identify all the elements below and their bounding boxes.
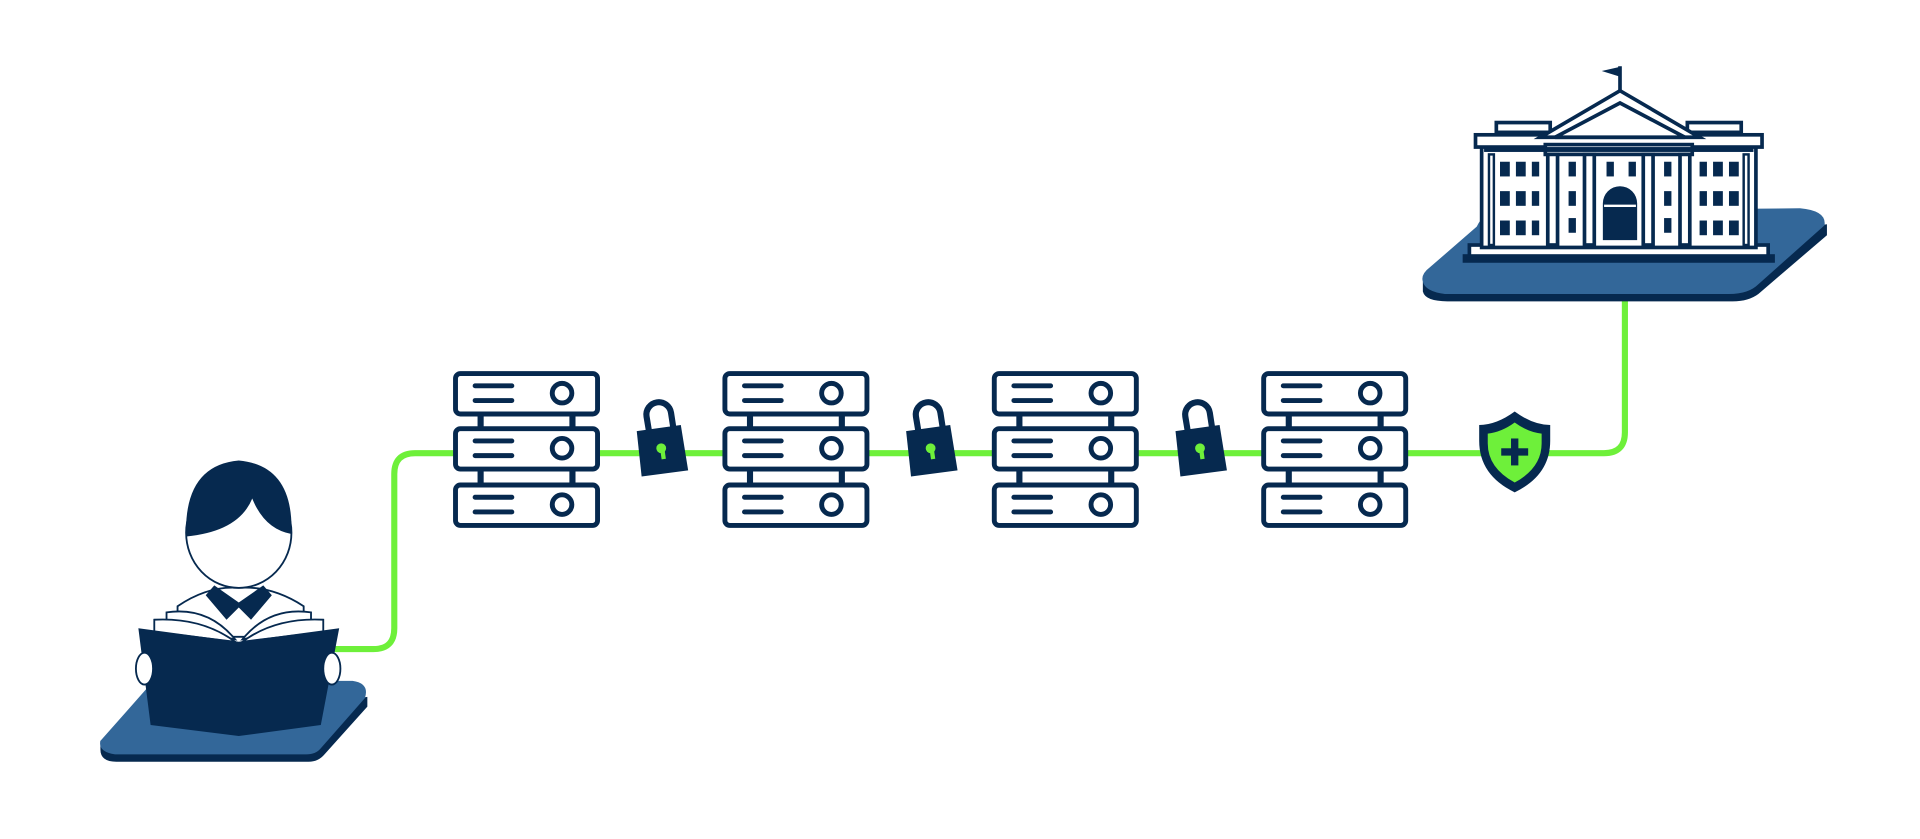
person-reading-icon (135, 460, 342, 737)
server-rack-icon (1264, 374, 1406, 526)
server-rack-icon (456, 374, 598, 526)
shield-plus-icon (1479, 411, 1551, 493)
padlock-icon (906, 402, 957, 476)
padlock-icon (1176, 402, 1227, 476)
padlock-icon (637, 402, 688, 476)
server-rack-icon (725, 374, 867, 526)
government-building-icon (1462, 66, 1775, 263)
server-rack-icon (994, 374, 1136, 526)
connector-line (333, 293, 1628, 653)
